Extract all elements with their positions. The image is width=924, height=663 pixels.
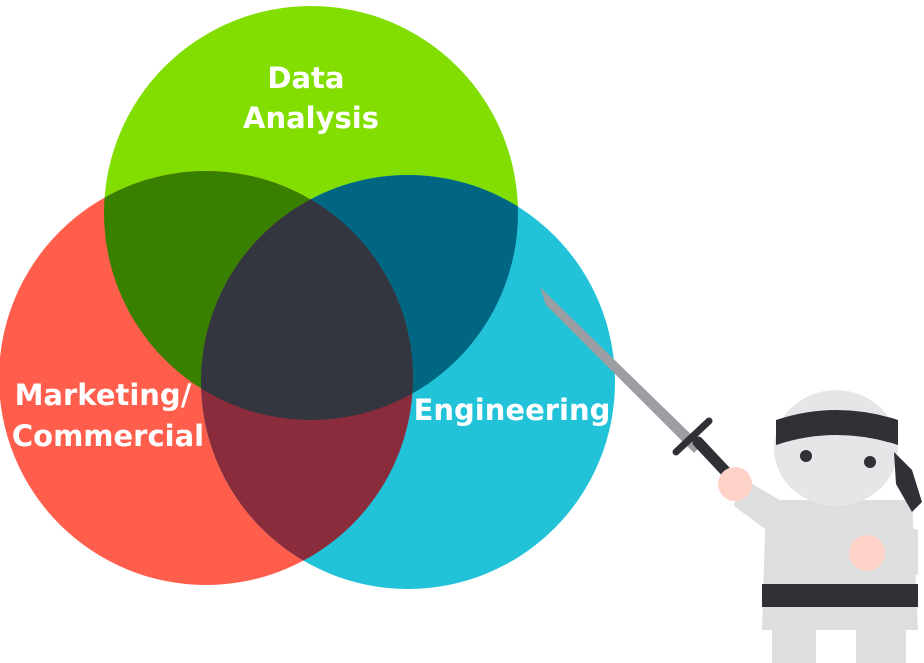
data-analysis-label-line-2: Analysis xyxy=(243,101,379,135)
marketing-label: Marketing/ Commercial xyxy=(12,378,204,453)
data-analysis-label: Data Analysis xyxy=(243,61,379,135)
ninja-belt xyxy=(762,584,918,607)
ninja-eye-left xyxy=(800,450,812,462)
ninja-arm-side xyxy=(888,520,918,575)
ninja-eye-right xyxy=(864,456,876,468)
data-analysis-label-line-1: Data xyxy=(267,61,344,95)
marketing-label-line-1: Marketing/ xyxy=(15,378,192,412)
katana-icon xyxy=(540,287,734,480)
ninja-head xyxy=(774,390,898,506)
engineering-label-line-1: Engineering xyxy=(414,393,611,427)
ninja-hand-side xyxy=(849,535,885,571)
engineering-label: Engineering xyxy=(414,393,611,427)
ninja-headband xyxy=(776,410,898,445)
ninja-mascot xyxy=(540,287,922,663)
overlap-center xyxy=(201,175,413,420)
ninja-hand-raised xyxy=(718,467,752,501)
marketing-label-line-2: Commercial xyxy=(12,419,204,453)
ninja-headband-tail xyxy=(894,452,922,512)
